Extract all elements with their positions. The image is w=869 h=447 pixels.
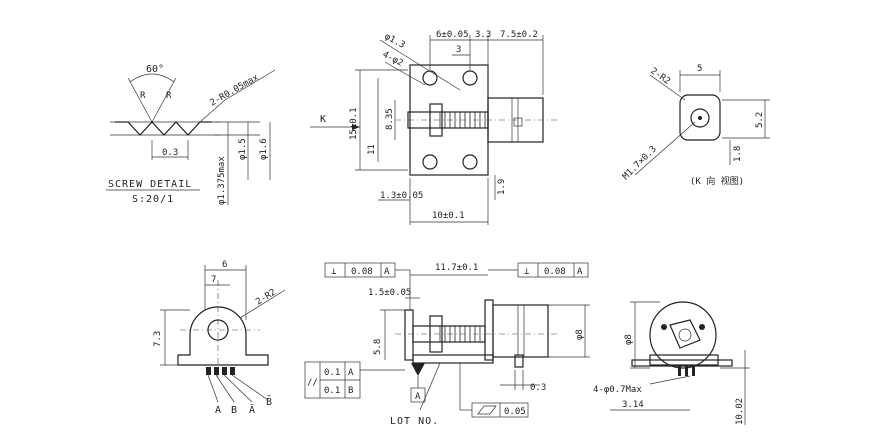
parallel-value-b: 0.1 bbox=[324, 386, 340, 396]
screw-major-dia: φ1.5 bbox=[238, 138, 248, 160]
perp-left-datum: A bbox=[384, 267, 390, 277]
end-view: φ8 4-φ0.7Max 3.14 10.02 bbox=[593, 301, 750, 425]
lot-no-label: LOT NO. bbox=[390, 416, 439, 427]
k-arrow-label: K bbox=[320, 114, 326, 125]
flatness-value: 0.05 bbox=[504, 407, 526, 417]
perp-right-symbol: ⊥ bbox=[524, 267, 530, 277]
datum-a-box bbox=[410, 387, 426, 403]
parallel-value-a: 0.1 bbox=[324, 368, 340, 378]
k-width-label: 5 bbox=[697, 64, 702, 74]
screw-outer-dia: φ1.6 bbox=[259, 138, 269, 160]
screw-radius-label: 2-R0.05max bbox=[209, 73, 261, 109]
dim-10-02: 10.02 bbox=[735, 398, 745, 425]
perp-right-datum: A bbox=[577, 267, 583, 277]
datum-a-label: A bbox=[415, 392, 421, 402]
front-view: A B Ā B̄ 6 7 2-R2 7.3 bbox=[153, 260, 286, 416]
pin-abar-label: Ā bbox=[249, 403, 255, 416]
k-thread-label: M1.7×0.3 bbox=[621, 144, 659, 182]
parallel-symbol: // bbox=[307, 378, 318, 388]
k-dim-1-8: 1.8 bbox=[733, 146, 743, 162]
dim-10: 10±0.1 bbox=[432, 211, 465, 221]
screw-detail-title: SCREW DETAIL bbox=[108, 179, 192, 190]
dim-1-5: 1.5±0.05 bbox=[368, 288, 411, 298]
front-height-label: 7.3 bbox=[153, 331, 163, 347]
screw-small-mark: R bbox=[140, 91, 146, 101]
perp-left-value: 0.08 bbox=[351, 267, 373, 277]
front-radius-label: 2-R2 bbox=[254, 288, 278, 308]
end-pin-dia: 4-φ0.7Max bbox=[593, 385, 642, 395]
perp-left-symbol: ⊥ bbox=[331, 267, 337, 277]
dim-8-35: 8.35 bbox=[385, 108, 395, 130]
screw-minor-dia: φ1.375max bbox=[217, 156, 227, 205]
dim-6: 6±0.05 bbox=[436, 30, 469, 40]
screw-angle-label: 60° bbox=[146, 64, 164, 75]
screw-detail-scale: S:20/1 bbox=[132, 194, 174, 205]
screw-small-mark2: R bbox=[166, 91, 172, 101]
pin-bbar-label: B̄ bbox=[266, 395, 272, 408]
end-dia-8: φ8 bbox=[624, 334, 634, 345]
front-dim-7: 7 bbox=[211, 275, 216, 285]
dim-5-8: 5.8 bbox=[373, 339, 383, 355]
dim-1-3: 1.3±0.05 bbox=[380, 191, 423, 201]
side-view: ⊥ 0.08 A ⊥ 0.08 A 11.7±0.1 1.5±0.05 5.8 … bbox=[304, 262, 590, 427]
perp-right-value: 0.08 bbox=[544, 267, 566, 277]
mount-hole-icon bbox=[422, 70, 438, 86]
dim-0-3: 0.3 bbox=[530, 383, 546, 393]
pin-a-label: A bbox=[215, 405, 221, 416]
k-height-label: 5.2 bbox=[755, 112, 765, 128]
dim-3-3: 3.3 bbox=[475, 30, 491, 40]
dim-7-5: 7.5±0.2 bbox=[500, 30, 538, 40]
hole-dia-label: φ1.3 bbox=[383, 32, 407, 51]
k-view: 5 5.2 2-R2 M1.7×0.3 1.8 (K 向 视图) bbox=[621, 64, 770, 187]
mount-hole-icon bbox=[422, 154, 438, 170]
pin-b-label: B bbox=[231, 405, 237, 416]
front-width-label: 6 bbox=[222, 260, 227, 270]
dim-1-9: 1.9 bbox=[497, 179, 507, 195]
mount-hole-icon bbox=[462, 70, 478, 86]
dim-3: 3 bbox=[456, 45, 461, 55]
dim-3-14: 3.14 bbox=[622, 400, 644, 410]
screw-pitch-label: 0.3 bbox=[162, 148, 178, 158]
k-view-note: (K 向 视图) bbox=[690, 175, 744, 187]
dim-11-7: 11.7±0.1 bbox=[435, 263, 478, 273]
screw-detail: 60° R R 2-R0.05max 0.3 φ1.375max φ1.5 φ1… bbox=[106, 64, 276, 205]
parallel-datum-b: B bbox=[348, 386, 353, 396]
side-dia-8: φ8 bbox=[575, 329, 585, 340]
dim-15: 15±0.1 bbox=[349, 107, 359, 140]
top-view: K 6±0.05 3.3 7.5±0.2 3 φ1.3 4-φ2 15±0.1 … bbox=[310, 30, 560, 225]
dim-11: 11 bbox=[367, 144, 377, 155]
mount-hole-icon bbox=[462, 154, 478, 170]
k-radius-label: 2-R2 bbox=[648, 66, 672, 87]
parallel-datum-a: A bbox=[348, 368, 354, 378]
